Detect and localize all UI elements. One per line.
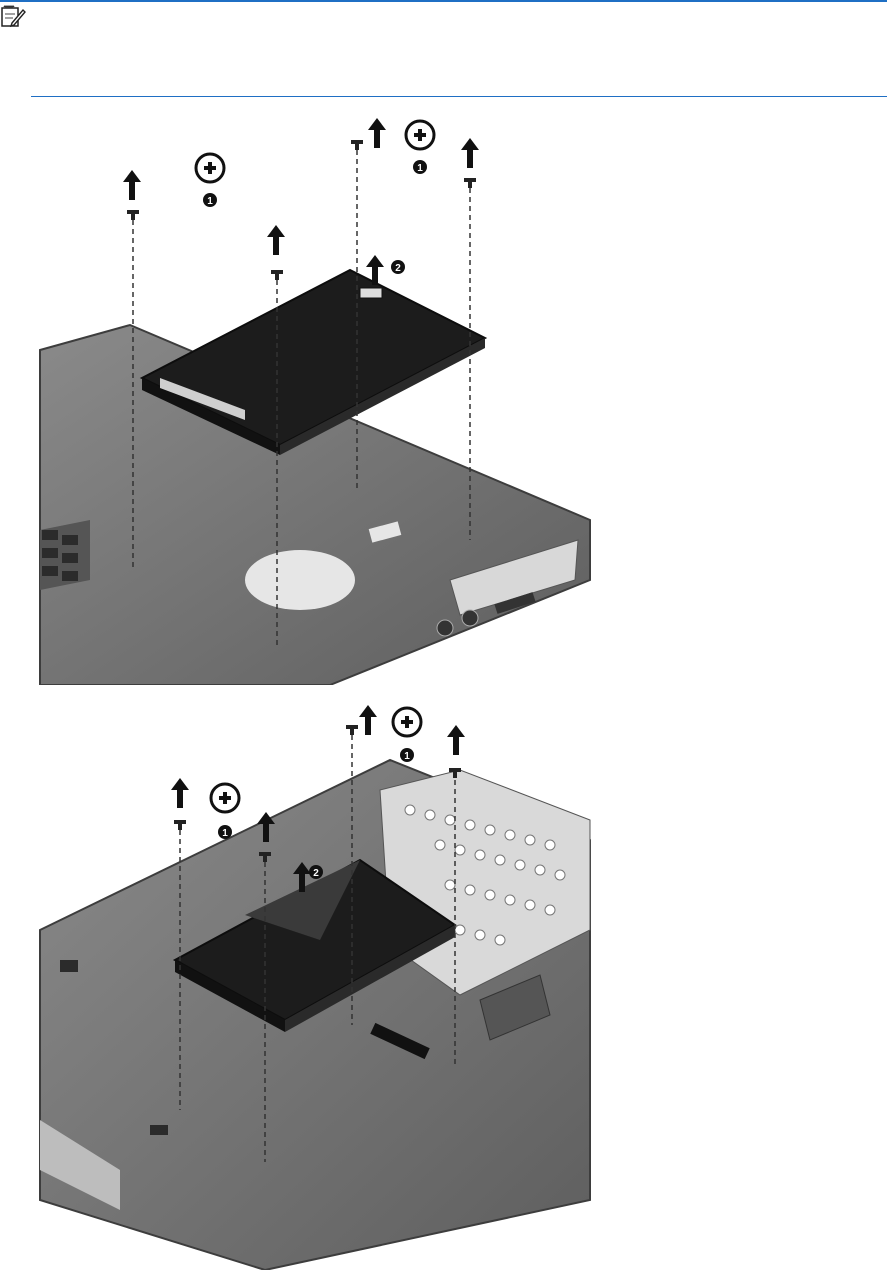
figure-remove-hard-drive-top: 1 1 2 xyxy=(30,110,600,685)
drive-bay-label xyxy=(245,550,355,610)
callout-2: 2 xyxy=(395,263,401,274)
note-icon xyxy=(0,4,26,28)
callout-1: 1 xyxy=(207,196,213,207)
callout-1: 1 xyxy=(404,751,410,762)
top-divider xyxy=(0,0,887,2)
callout-2: 2 xyxy=(313,868,319,879)
screw-icon xyxy=(127,140,476,280)
callout-1: 1 xyxy=(417,163,423,174)
phillips-screwdriver-icon xyxy=(196,121,434,182)
callout-1: 1 xyxy=(222,828,228,839)
figure-remove-hard-drive-bottom: 1 1 2 xyxy=(30,700,600,1270)
note-bottom-divider xyxy=(31,96,887,97)
